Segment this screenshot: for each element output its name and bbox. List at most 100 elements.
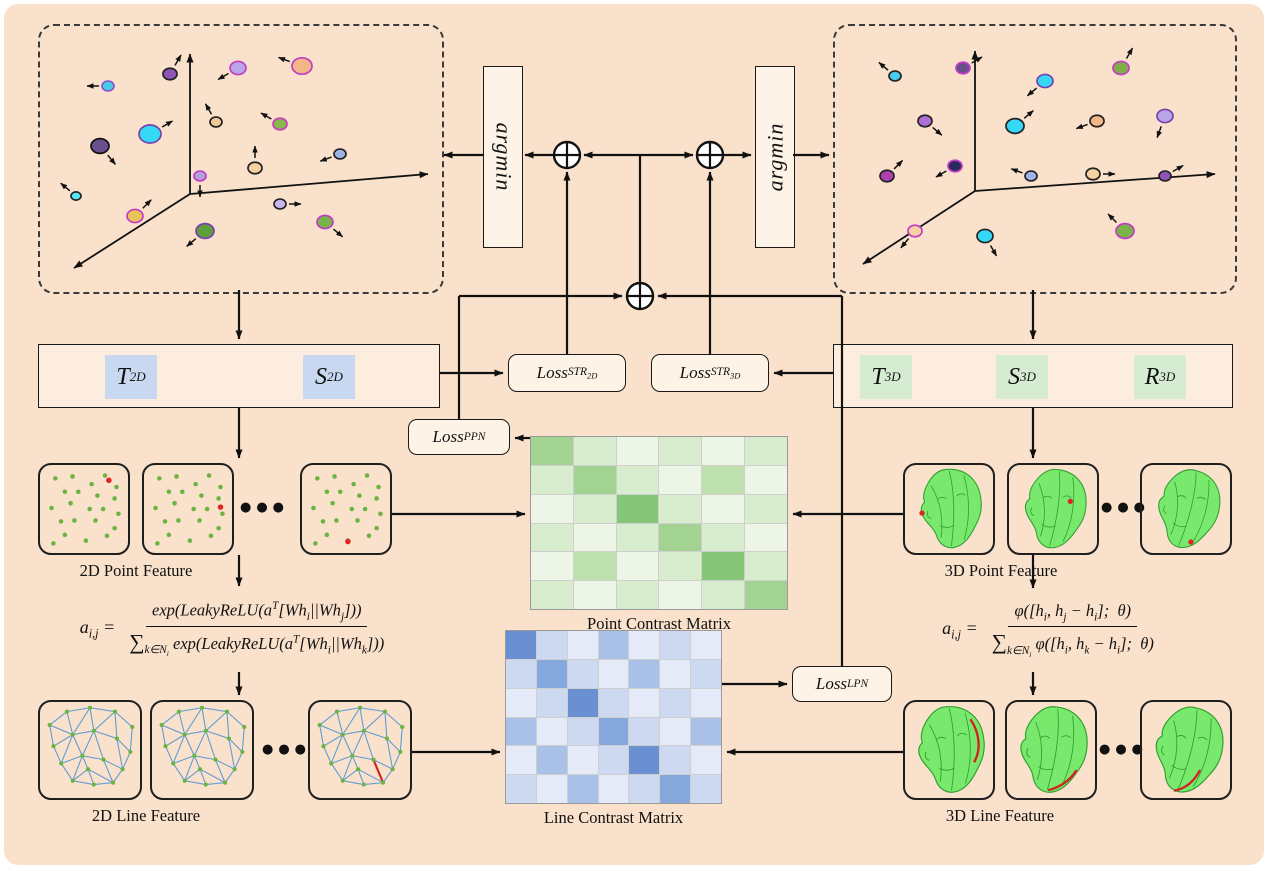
matrix-cell [531, 437, 573, 465]
line-contrast-matrix [505, 630, 722, 804]
matrix-cell [691, 746, 721, 775]
point-feature-3d-caption: 3D Point Feature [944, 561, 1058, 580]
t3d-label: T [871, 363, 885, 390]
matrix-cell [567, 775, 598, 803]
matrix-cell [573, 465, 616, 494]
argmin-right-box: argmin [755, 66, 795, 248]
line-feature-3d-box-3 [1140, 700, 1232, 800]
ellipsis-2d-point: ●●● [240, 500, 290, 515]
matrix-cell [573, 523, 616, 552]
formula-3d-numerator: φ([hi, hj − hi]; θ) [1008, 601, 1138, 628]
matrix-cell [702, 465, 745, 494]
r3d-label: R [1144, 363, 1160, 390]
feature-space-3d-plot [862, 47, 1216, 265]
matrix-cell [659, 437, 702, 465]
matrix-cell [536, 659, 567, 688]
face-mesh-3d-illustration [1020, 706, 1088, 793]
t2d-label: T [116, 363, 130, 390]
point-feature-2d-box-2 [142, 463, 234, 555]
formula-3d-denominator: ∑k∈Ni φ([hi, hk − hi]; θ) [991, 630, 1154, 659]
matrix-cell [659, 523, 702, 552]
ellipsis-2d-line: ●●● [262, 742, 312, 757]
point-feature-2d-box-1 [38, 463, 130, 555]
matrix-cell [567, 746, 598, 775]
loss-str2d-label: Loss [536, 363, 568, 382]
s3d-label: S [1008, 363, 1021, 390]
matrix-cell [660, 659, 691, 688]
matrix-cell [531, 552, 573, 581]
matrix-cell [573, 552, 616, 581]
matrix-cell [745, 494, 787, 523]
matrix-cell [660, 631, 691, 659]
line-feature-2d-box-3 [308, 700, 412, 800]
feature-space-3d-panel [833, 24, 1237, 294]
matrix-cell [659, 494, 702, 523]
argmin-right-label: argmin [762, 122, 787, 192]
line-feature-3d-caption: 3D Line Feature [945, 806, 1055, 825]
matrix-cell [567, 688, 598, 717]
matrix-cell [531, 523, 573, 552]
line-feature-2d-box-2 [150, 700, 254, 800]
line-feature-2d-caption: 2D Line Feature [91, 806, 201, 825]
line-graph-2d-illustration [47, 705, 135, 787]
matrix-cell [660, 775, 691, 803]
matrix-cell [598, 659, 629, 688]
matrix-cell [691, 775, 721, 803]
matrix-cell [567, 631, 598, 659]
point-feature-2d-box-3 [300, 463, 392, 555]
matrix-cell [598, 631, 629, 659]
matrix-cell [573, 494, 616, 523]
point-contrast-matrix [530, 436, 788, 610]
face-mesh-3d-illustration [1024, 468, 1087, 549]
matrix-cell [745, 581, 787, 609]
matrix-cell [567, 659, 598, 688]
matrix-cell [616, 465, 659, 494]
matrix-cell [536, 717, 567, 746]
matrix-cell [660, 717, 691, 746]
formula-2d-numerator: exp(LeakyReLU(aT[Whi||Whj])) [146, 600, 368, 627]
point-feature-3d-box-3 [1140, 463, 1232, 555]
matrix-cell [702, 494, 745, 523]
matrix-cell [616, 437, 659, 465]
matrix-cell [598, 775, 629, 803]
matrix-cell [702, 552, 745, 581]
matrix-cell [506, 746, 536, 775]
matrix-cell [536, 775, 567, 803]
face-mesh-3d-illustration [919, 468, 982, 549]
matrix-cell [629, 631, 660, 659]
point-feature-2d-caption: 2D Point Feature [79, 561, 193, 580]
matrix-cell [598, 717, 629, 746]
matrix-cell [629, 659, 660, 688]
loss-ppn-label: Loss [432, 427, 464, 446]
point-scatter-2d-illustration [153, 473, 225, 546]
matrix-cell [616, 523, 659, 552]
matrix-cell [745, 552, 787, 581]
feature-space-2d-panel [38, 24, 444, 294]
matrix-cell [702, 437, 745, 465]
matrix-cell [616, 552, 659, 581]
matrix-cell [691, 631, 721, 659]
matrix-cell [745, 437, 787, 465]
line-feature-3d-box-1 [903, 700, 995, 800]
matrix-cell [745, 523, 787, 552]
matrix-cell [567, 717, 598, 746]
matrix-cell [659, 465, 702, 494]
point-feature-3d-box-1 [903, 463, 995, 555]
matrix-cell [691, 659, 721, 688]
matrix-cell [691, 717, 721, 746]
loss-lpn-label: Loss [815, 674, 848, 693]
matrix-cell [531, 494, 573, 523]
matrix-cell [629, 746, 660, 775]
feature-space-2d-plot [60, 53, 429, 269]
argmin-left-label: argmin [491, 122, 516, 192]
matrix-cell [616, 494, 659, 523]
s2d-label: S [315, 363, 328, 390]
